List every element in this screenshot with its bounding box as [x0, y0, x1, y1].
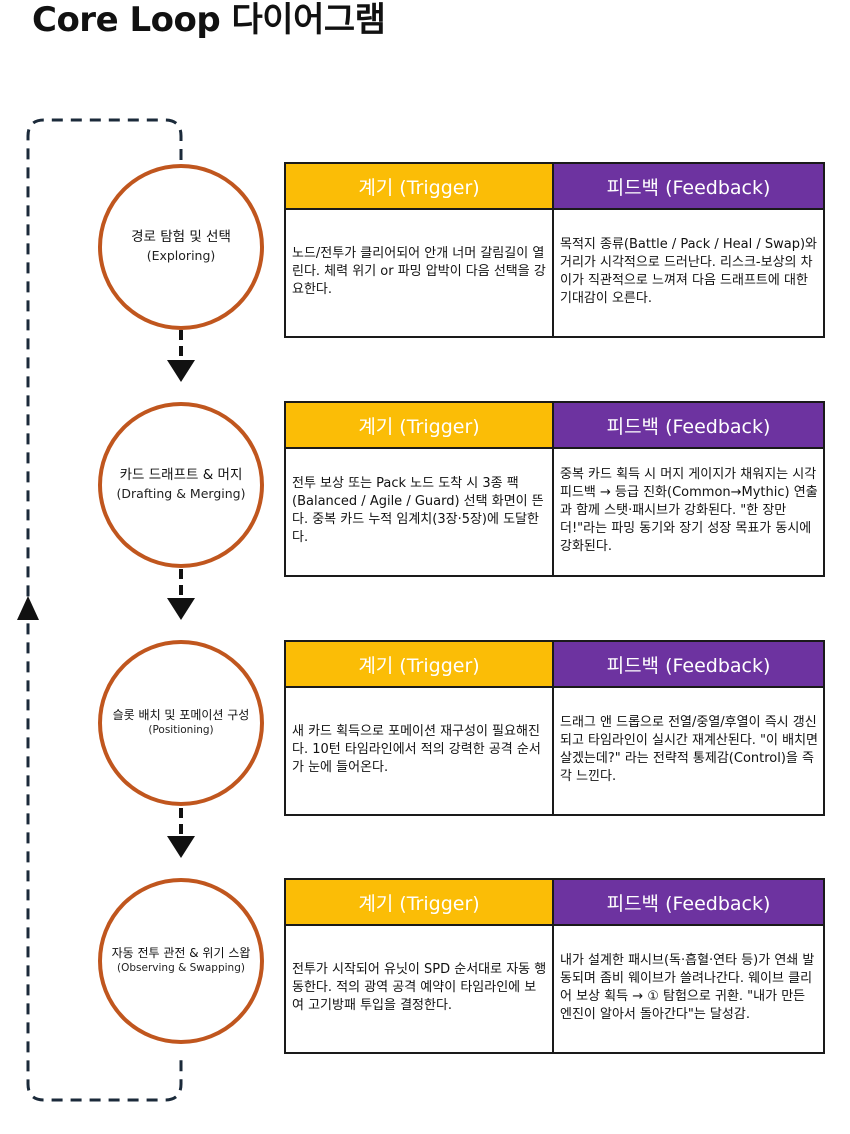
feedback-cell: 목적지 종류(Battle / Pack / Heal / Swap)와 거리가…: [554, 208, 823, 336]
feedback-cell: 중복 카드 획득 시 머지 게이지가 채워지는 시각 피드백 → 등급 진화(C…: [554, 447, 823, 575]
feedback-text: 중복 카드 획득 시 머지 게이지가 채워지는 시각 피드백 → 등급 진화(C…: [560, 466, 818, 555]
stage-circle-observing: 자동 전투 관전 & 위기 스왑 (Observing & Swapping): [98, 878, 264, 1044]
feedback-text: 내가 설계한 패시브(독·흡혈·연타 등)가 연쇄 발동되며 좀비 웨이브가 쓸…: [560, 952, 815, 1023]
stage-name: 슬롯 배치 및 포메이션 구성: [112, 707, 250, 722]
trigger-cell: 전투가 시작되어 유닛이 SPD 순서대로 자동 행동한다. 적의 광역 공격 …: [286, 924, 554, 1052]
down-arrow-icon-3: [167, 836, 195, 858]
stage-circle-exploring: 경로 탐험 및 선택 (Exploring): [98, 164, 264, 330]
trigger-text: 전투가 시작되어 유닛이 SPD 순서대로 자동 행동한다. 적의 광역 공격 …: [292, 961, 547, 1014]
stage-name-en: (Exploring): [146, 248, 216, 264]
feedback-header: 피드백 (Feedback): [554, 642, 823, 688]
trigger-cell: 전투 보상 또는 Pack 노드 도착 시 3종 팩(Balanced / Ag…: [286, 447, 554, 575]
down-arrow-icon-2: [167, 598, 195, 620]
stage-table-drafting: 계기 (Trigger) 피드백 (Feedback) 전투 보상 또는 Pac…: [284, 401, 825, 577]
feedback-header: 피드백 (Feedback): [554, 164, 823, 210]
feedback-text: 목적지 종류(Battle / Pack / Heal / Swap)와 거리가…: [560, 236, 818, 307]
trigger-header: 계기 (Trigger): [286, 642, 554, 688]
feedback-text: 드래그 앤 드롭으로 전열/중열/후열이 즉시 갱신되고 타임라인이 실시간 재…: [560, 714, 819, 785]
feedback-header: 피드백 (Feedback): [554, 403, 823, 449]
trigger-cell: 노드/전투가 클리어되어 안개 너머 갈림길이 열린다. 체력 위기 or 파밍…: [286, 208, 554, 336]
trigger-header: 계기 (Trigger): [286, 880, 554, 926]
stage-name-en: (Observing & Swapping): [117, 962, 245, 975]
down-arrow-icon-1: [167, 360, 195, 382]
feedback-cell: 내가 설계한 패시브(독·흡혈·연타 등)가 연쇄 발동되며 좀비 웨이브가 쓸…: [554, 924, 823, 1052]
stage-circle-drafting: 카드 드래프트 & 머지 (Drafting & Merging): [98, 402, 264, 568]
stage-table-exploring: 계기 (Trigger) 피드백 (Feedback) 노드/전투가 클리어되어…: [284, 162, 825, 338]
trigger-text: 노드/전투가 클리어되어 안개 너머 갈림길이 열린다. 체력 위기 or 파밍…: [292, 245, 546, 298]
feedback-cell: 드래그 앤 드롭으로 전열/중열/후열이 즉시 갱신되고 타임라인이 실시간 재…: [554, 686, 823, 814]
stage-name: 자동 전투 관전 & 위기 스왑: [111, 945, 251, 960]
stage-name: 카드 드래프트 & 머지: [119, 467, 243, 484]
stage-table-observing: 계기 (Trigger) 피드백 (Feedback) 전투가 시작되어 유닛이…: [284, 878, 825, 1054]
trigger-text: 새 카드 획득으로 포메이션 재구성이 필요해진다. 10턴 타임라인에서 적의…: [292, 723, 541, 776]
trigger-cell: 새 카드 획득으로 포메이션 재구성이 필요해진다. 10턴 타임라인에서 적의…: [286, 686, 554, 814]
stage-name: 경로 탐험 및 선택: [131, 229, 231, 246]
trigger-text: 전투 보상 또는 Pack 노드 도착 시 3종 팩(Balanced / Ag…: [292, 475, 544, 546]
loop-up-arrow-icon: [17, 596, 39, 620]
feedback-header: 피드백 (Feedback): [554, 880, 823, 926]
stage-name-en: (Drafting & Merging): [116, 486, 246, 502]
trigger-header: 계기 (Trigger): [286, 164, 554, 210]
trigger-header: 계기 (Trigger): [286, 403, 554, 449]
stage-circle-positioning: 슬롯 배치 및 포메이션 구성 (Positioning): [98, 640, 264, 806]
stage-table-positioning: 계기 (Trigger) 피드백 (Feedback) 새 카드 획득으로 포메…: [284, 640, 825, 816]
stage-name-en: (Positioning): [148, 724, 214, 737]
page-title: Core Loop 다이어그램: [32, 0, 386, 40]
